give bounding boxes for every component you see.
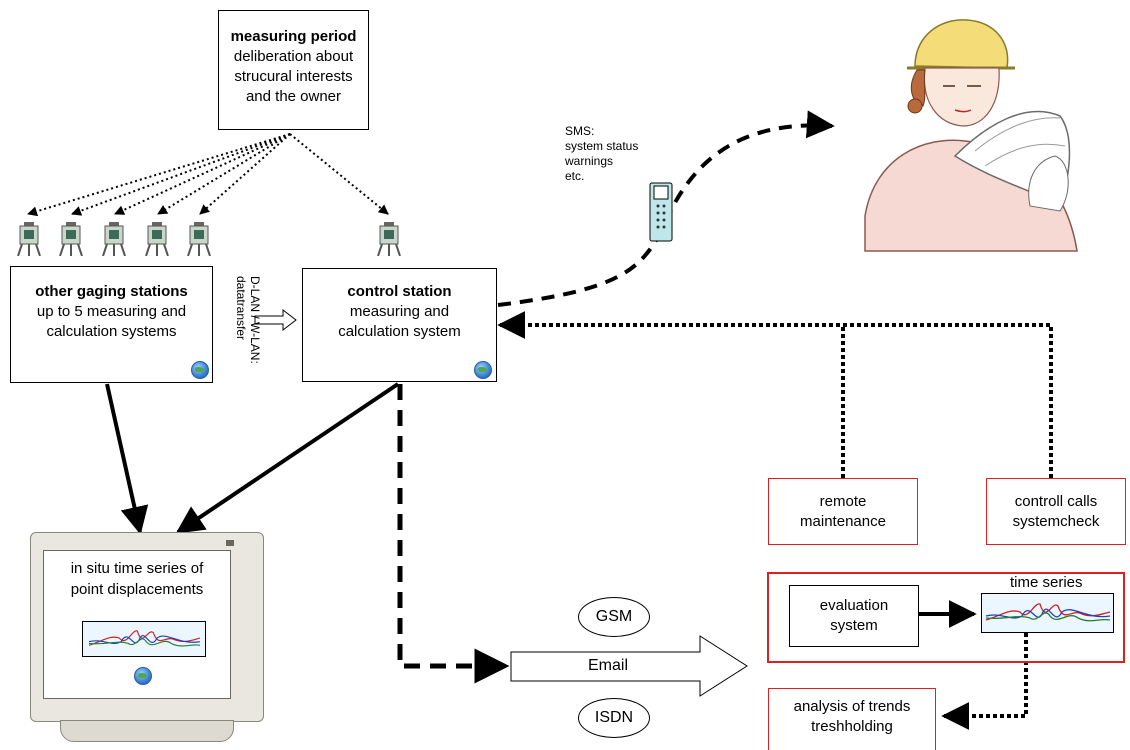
measuring-period-line-1: deliberation about (233, 48, 354, 65)
control-station-line-1: measuring and (349, 303, 450, 320)
sms-label: SMS: system status warnings etc. (565, 124, 638, 184)
time-series-waves (985, 603, 1111, 622)
measuring-period-line-3: and the owner (245, 88, 342, 105)
crt-monitor-illustration: in situ time series of point displacemen… (30, 532, 264, 745)
measuring-period-title: measuring period (230, 28, 357, 45)
dotted-controll-line (497, 311, 1053, 478)
evaluation-frame (767, 572, 1125, 663)
evaluation-line-1: evaluation (819, 597, 889, 614)
dlan-label: D-LAN / W-LAN: datatransfer (228, 270, 268, 382)
globe-icon (134, 667, 152, 685)
globe-icon (191, 361, 209, 379)
other-gaging-stations-box: other gaging stations up to 5 measuring … (10, 266, 213, 383)
total-station-icon (187, 222, 211, 256)
arrow-control-to-email (397, 384, 510, 684)
sms-line-1: SMS: (565, 124, 595, 138)
evaluation-system-box: evaluation system (789, 585, 919, 647)
datatransfer-text: datatransfer (234, 276, 248, 341)
arrow-sms-to-engineer (497, 110, 835, 307)
evaluation-line-2: system (830, 617, 878, 634)
email-label: Email (588, 657, 629, 674)
monitor-time-series-waves (88, 630, 201, 647)
isdn-oval: ISDN (578, 698, 650, 738)
control-station-title: control station (347, 283, 452, 300)
gsm-oval: GSM (578, 597, 650, 637)
other-gaging-line-2: calculation systems (46, 323, 177, 340)
arrow-gaging-to-monitor (105, 383, 149, 535)
sms-line-4: etc. (565, 169, 585, 183)
monitor-stand (60, 720, 234, 742)
analysis-line-1: analysis of trends (793, 698, 911, 715)
time-series-label: time series (1010, 574, 1083, 591)
monitor-button (226, 540, 234, 546)
measuring-period-line-2: strucural interests (234, 68, 353, 85)
controll-calls-line-1: controll calls (1014, 493, 1098, 510)
email-arrow-shape (510, 635, 748, 697)
total-station-icon (102, 222, 126, 256)
globe-icon (474, 361, 492, 379)
total-station-icon (59, 222, 83, 256)
analysis-line-2: treshholding (811, 718, 893, 735)
mobile-phone-icon (649, 182, 673, 242)
arrow-control-to-monitor (175, 382, 400, 534)
remote-maintenance-line-2: maintenance (800, 513, 886, 530)
monitor-line-2: point displacements (70, 581, 204, 598)
total-station-icon (377, 222, 401, 256)
dlan-text: D-LAN / W-LAN: (248, 276, 262, 364)
time-series-strip (981, 593, 1114, 633)
control-station-box: control station measuring and calculatio… (302, 268, 497, 382)
controll-calls-line-2: systemcheck (1012, 513, 1100, 530)
sms-line-3: warnings (565, 154, 614, 168)
other-gaging-line-1: up to 5 measuring and (36, 303, 187, 320)
control-station-line-2: calculation system (338, 323, 461, 340)
engineer-illustration (864, 19, 1078, 252)
datatransfer-arrow (254, 308, 297, 332)
analysis-box: analysis of trends treshholding (768, 688, 936, 750)
measuring-period-box: measuring period deliberation about stru… (218, 10, 369, 130)
fan-arrows (27, 133, 389, 217)
remote-maintenance-box: remote maintenance (768, 478, 918, 545)
sms-line-2: system status (565, 139, 639, 153)
other-gaging-title: other gaging stations (35, 283, 188, 300)
total-station-icon (17, 222, 41, 256)
monitor-line-1: in situ time series of (70, 560, 204, 577)
controll-calls-box: controll calls systemcheck (986, 478, 1126, 545)
monitor-time-series-strip (82, 621, 206, 657)
total-station-icon (145, 222, 169, 256)
remote-maintenance-line-1: remote (819, 493, 867, 510)
